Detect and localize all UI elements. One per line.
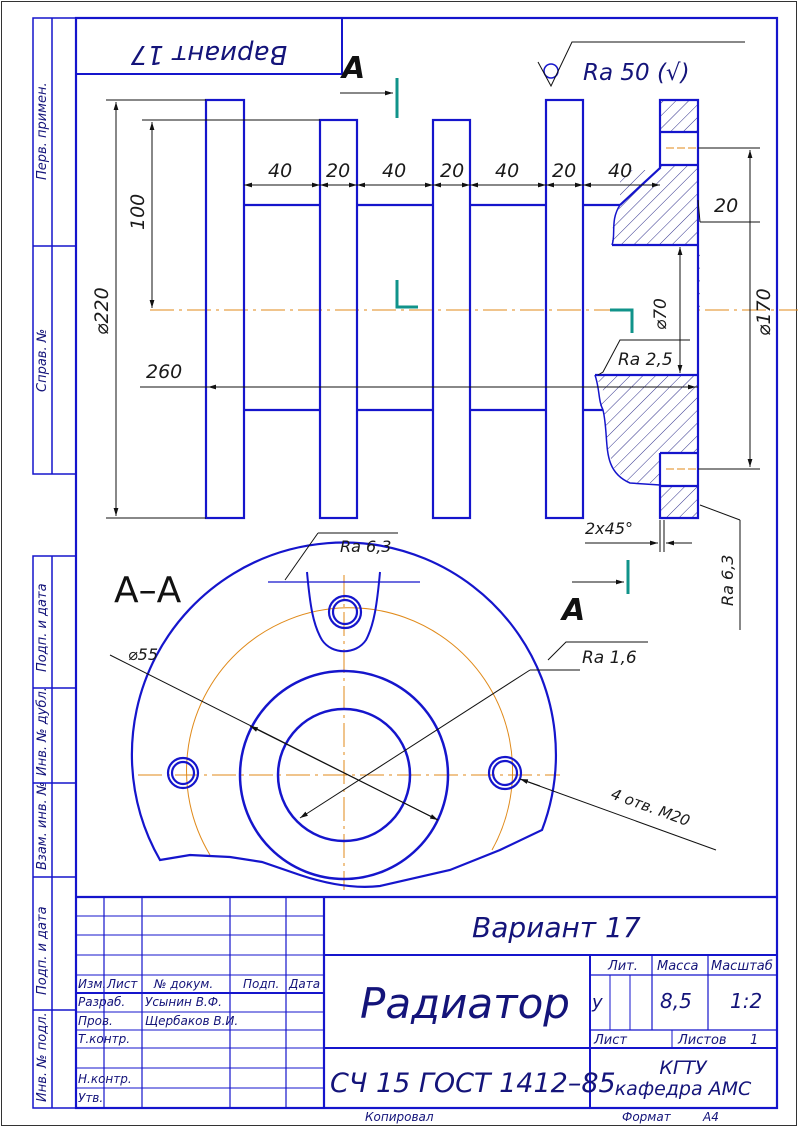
dim-gap-4: 40 xyxy=(608,160,632,182)
side-label-vzam-inv: Взам. инв. № xyxy=(35,782,50,870)
roughness-general: Ra 50 (√) xyxy=(583,60,690,86)
roughness-boss-top: Ra 6,3 xyxy=(340,537,391,556)
mass-label: Масса xyxy=(657,959,698,974)
header-podp: Подп. xyxy=(243,977,279,991)
side-label-sprav-no: Справ. № xyxy=(35,329,50,392)
dim-fin-2: 20 xyxy=(440,160,464,182)
lit-value: у xyxy=(591,992,603,1013)
dim-gap-3: 40 xyxy=(495,160,519,182)
section-mark-top: А xyxy=(340,51,399,118)
hole-left xyxy=(166,756,200,790)
role-tkontr: Т.контр. xyxy=(78,1032,130,1046)
scale-label: Масштаб xyxy=(711,959,773,974)
dim-fin-3: 20 xyxy=(552,160,576,182)
flange-outline xyxy=(619,98,700,520)
dim-length-260: 260 xyxy=(146,361,182,383)
dim-gap-1: 40 xyxy=(268,160,292,182)
dim-pcd: ⌀55 xyxy=(128,645,158,664)
section-view xyxy=(130,541,560,890)
hub-bore-circle xyxy=(276,707,412,843)
section-letter-bottom: А xyxy=(560,593,585,628)
dim-dia-outer: ⌀220 xyxy=(91,287,113,335)
roughness-hole: Ra 1,6 xyxy=(582,648,637,668)
hole-top xyxy=(327,594,363,630)
role-razrab: Разраб. xyxy=(78,995,125,1009)
side-label-podp-data-1: Подп. и дата xyxy=(35,583,50,672)
header-data: Дата xyxy=(288,977,320,991)
sheets-label: Листов xyxy=(677,1033,727,1048)
pitch-circle xyxy=(186,607,514,856)
name-prov: Щербаков В.И. xyxy=(145,1014,238,1028)
sheets-value: 1 xyxy=(750,1033,758,1048)
format-label: Формат xyxy=(622,1110,672,1124)
hole-right xyxy=(487,755,523,791)
dim-dia-bore: ⌀70 xyxy=(651,298,671,330)
title-org-line1: КГТУ xyxy=(659,1057,708,1079)
cut-corner-left xyxy=(395,280,418,309)
fin-1 xyxy=(204,98,246,520)
dim-gap-2: 40 xyxy=(382,160,406,182)
section-dimensions xyxy=(109,532,717,851)
side-label-inv-dubl: Инв. № дубл. xyxy=(35,687,50,776)
name-razrab: Усынин В.Ф. xyxy=(145,995,222,1009)
role-prov: Пров. xyxy=(78,1014,113,1028)
section-letter-top: А xyxy=(340,51,365,86)
copied-label: Копировал xyxy=(365,1110,434,1124)
format-value: А4 xyxy=(702,1110,719,1124)
sheet-label: Лист xyxy=(593,1033,627,1048)
boss-top xyxy=(306,571,381,653)
title-org-line2: кафедра АМС xyxy=(615,1078,752,1100)
variant-stamp-box xyxy=(75,17,343,75)
dim-height-100: 100 xyxy=(127,194,149,230)
title-part-name: Радиатор xyxy=(360,979,570,1028)
side-label-inv-podl: Инв. № подл. xyxy=(35,1012,50,1102)
dim-fin-1: 20 xyxy=(326,160,350,182)
header-doc: № докум. xyxy=(153,977,213,991)
scale-value: 1:2 xyxy=(730,989,762,1013)
dim-chamfer: 2x45° xyxy=(585,519,633,538)
roughness-flange-face: Ra 6,3 xyxy=(718,555,737,606)
variant-stamp-text: Вариант 17 xyxy=(130,39,287,69)
fin-2 xyxy=(318,118,359,520)
cut-corner-right xyxy=(610,308,634,333)
header-list: Лист xyxy=(106,977,138,991)
role-nkontr: Н.контр. xyxy=(78,1072,132,1086)
roughness-general-symbol xyxy=(537,41,745,88)
side-stamp xyxy=(32,17,77,1109)
fin-3 xyxy=(431,118,472,520)
title-material: СЧ 15 ГОСТ 1412–85 xyxy=(330,1068,616,1099)
mass-value: 8,5 xyxy=(660,989,692,1013)
section-mark-bottom: А xyxy=(560,560,630,628)
fin-4 xyxy=(544,98,585,520)
hub-outer-circle xyxy=(238,669,450,881)
dim-holes: 4 отв. М20 xyxy=(609,785,693,830)
header-izm: Изм. xyxy=(78,977,106,991)
side-label-podp-data-2: Подп. и дата xyxy=(35,906,50,995)
title-variant: Вариант 17 xyxy=(472,911,641,944)
dim-flange-step: 20 xyxy=(714,195,738,217)
role-utv: Утв. xyxy=(78,1091,103,1105)
main-dimensions xyxy=(106,99,760,630)
main-view xyxy=(150,98,798,520)
section-outer-profile xyxy=(130,541,557,888)
dim-dia-flange: ⌀170 xyxy=(753,288,775,336)
side-label-perv-primen: Перв. примен. xyxy=(35,82,50,180)
section-title: А–А xyxy=(114,570,182,611)
title-block xyxy=(76,895,777,1108)
roughness-bore: Ra 2,5 xyxy=(618,350,673,370)
lit-label: Лит. xyxy=(607,959,638,974)
